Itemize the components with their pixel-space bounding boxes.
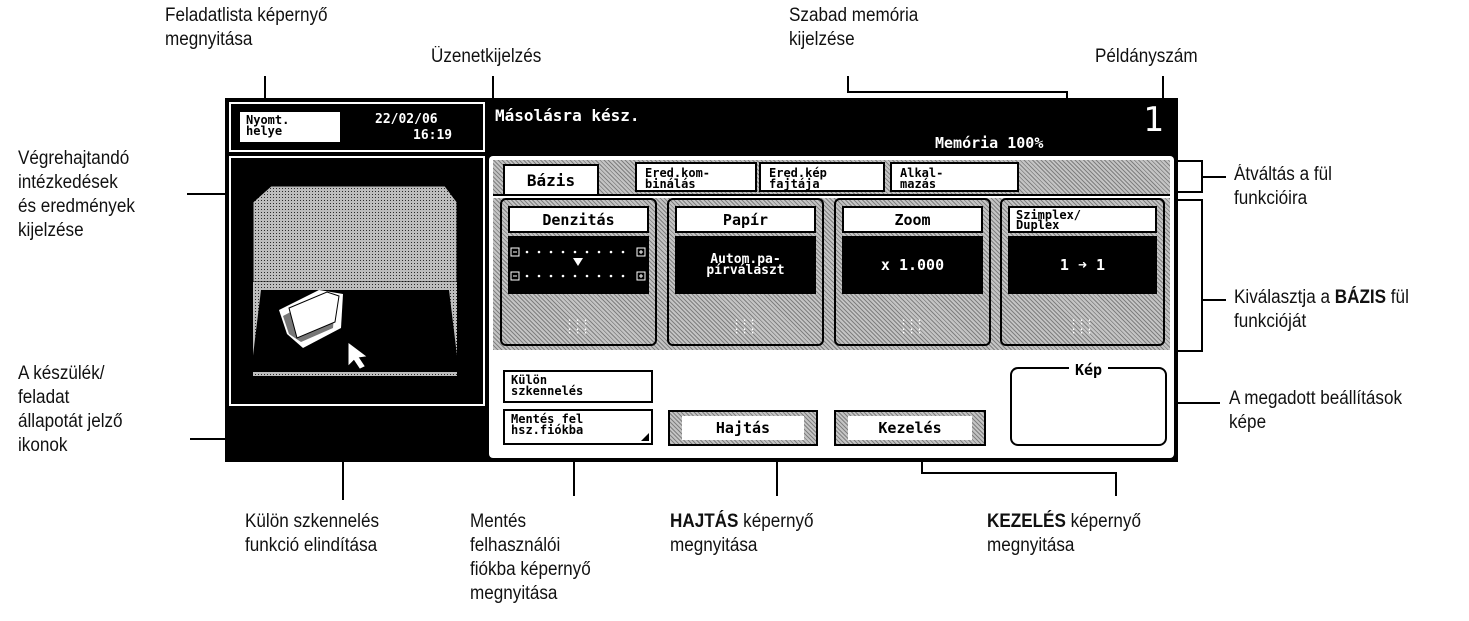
- annotation-message-display: Üzenetkijelzés: [431, 46, 542, 67]
- tab-divider: [493, 194, 1170, 196]
- tab-combination[interactable]: Ered.kom- binálás: [635, 162, 757, 192]
- save-user-box-button[interactable]: Mentés fel hsz.fiókba: [503, 409, 653, 445]
- management-button-label: Kezelés: [848, 416, 972, 440]
- annotation-actions-results: Végrehajtandó intézkedések és eredmények…: [18, 148, 135, 241]
- status-icons-area: [229, 410, 485, 411]
- duplex-dots: ∶∶∶∶∶∶: [1070, 317, 1095, 337]
- annotation-tab-switch: Átváltás a fül funkcióira: [1234, 164, 1332, 209]
- zoom-value: x 1.000: [842, 236, 983, 294]
- density-dots: ∶∶∶∶∶∶: [566, 317, 591, 337]
- status-box: [229, 102, 485, 152]
- duplex-title: Szimplex/ Duplex: [1008, 206, 1157, 233]
- image-preview-box: Kép: [1010, 361, 1167, 446]
- duplex-value: 1 ➜ 1: [1008, 236, 1157, 294]
- copy-count: 1: [1143, 100, 1164, 140]
- paper-title: Papír: [675, 206, 816, 233]
- paper-value: Autom.pa- pírválaszt: [675, 236, 816, 294]
- tab-image-type[interactable]: Ered.kép fajtája: [759, 162, 885, 192]
- image-box-label: Kép: [1068, 361, 1109, 379]
- preview-area: [229, 156, 485, 406]
- annotation-copy-count: Példányszám: [1095, 46, 1198, 67]
- density-value: [508, 236, 649, 294]
- memory-indicator: Memória 100%: [935, 134, 1044, 152]
- paper-card[interactable]: Papír Autom.pa- pírválaszt ∶∶∶∶∶∶: [667, 198, 824, 346]
- management-button[interactable]: Kezelés: [834, 410, 986, 446]
- paper-dots: ∶∶∶∶∶∶: [733, 317, 758, 337]
- zoom-title: Zoom: [842, 206, 983, 233]
- zoom-card[interactable]: Zoom x 1.000 ∶∶∶∶∶∶: [834, 198, 991, 346]
- tab-basic[interactable]: Bázis: [503, 164, 599, 196]
- zoom-dots: ∶∶∶∶∶∶: [900, 317, 925, 337]
- finishing-button-label: Hajtás: [682, 416, 804, 440]
- separate-scan-button[interactable]: Külön szkennelés: [503, 370, 653, 403]
- annotation-free-memory: Szabad memória kijelzése: [789, 5, 919, 50]
- message-text: Másolásra kész.: [495, 106, 640, 125]
- annotation-job-list: Feladatlista képernyő megnyitása: [165, 5, 328, 50]
- density-scale-icon: [510, 247, 645, 281]
- duplex-card[interactable]: Szimplex/ Duplex 1 ➜ 1 ∶∶∶∶∶∶: [1000, 198, 1165, 346]
- scanner-illustration: [251, 185, 459, 376]
- annotation-device-status: A készülék/ feladat állapotát jelző ikon…: [18, 363, 123, 456]
- annotation-save-box: Mentés felhasználói fiókba képernyő megn…: [470, 511, 591, 604]
- tab-applications[interactable]: Alkal- mazás: [890, 162, 1019, 192]
- corner-triangle-icon: [641, 433, 649, 441]
- annotation-separate-scan: Külön szkennelés funkció elindítása: [245, 511, 380, 556]
- finishing-button[interactable]: Hajtás: [668, 410, 818, 446]
- date-label: 22/02/06: [375, 112, 438, 127]
- density-title: Denzitás: [508, 206, 649, 233]
- print-queue-button[interactable]: Nyomt. helye: [238, 110, 342, 144]
- annotation-settings-image: A megadott beállítások képe: [1229, 388, 1403, 433]
- time-label: 16:19: [413, 128, 453, 143]
- density-card[interactable]: Denzitás ∶∶∶∶∶∶: [500, 198, 657, 346]
